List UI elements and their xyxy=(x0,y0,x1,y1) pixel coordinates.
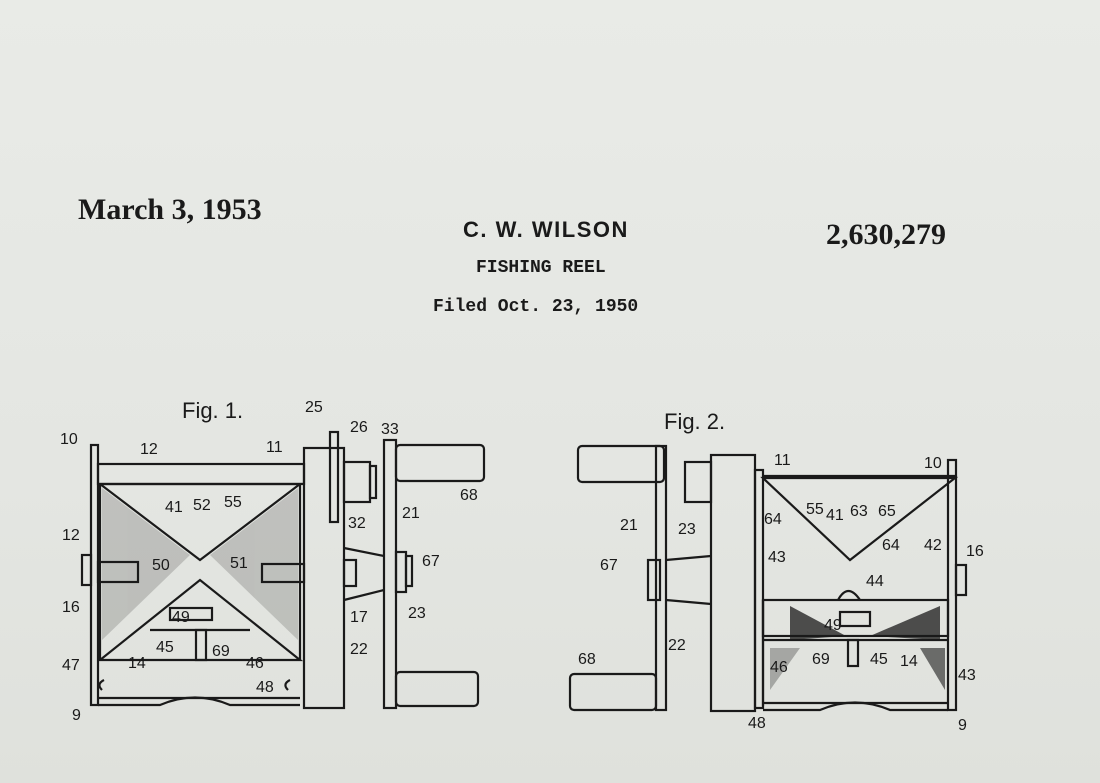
callout: 43 xyxy=(958,667,976,684)
callout: 33 xyxy=(381,421,399,438)
callout: 69 xyxy=(812,651,830,668)
callout: 46 xyxy=(770,659,788,676)
callout: 49 xyxy=(172,609,190,626)
callout: 26 xyxy=(350,419,368,436)
callout: 23 xyxy=(678,521,696,538)
callout: 12 xyxy=(140,441,158,458)
patent-title: FISHING REEL xyxy=(476,258,606,278)
callout: 42 xyxy=(924,537,942,554)
callout: 45 xyxy=(156,639,174,656)
callout: 22 xyxy=(350,641,368,658)
filed-date: Filed Oct. 23, 1950 xyxy=(433,297,639,317)
callout: 17 xyxy=(350,609,368,626)
callout: 55 xyxy=(806,501,824,518)
callout: 48 xyxy=(256,679,274,696)
callout: 67 xyxy=(600,557,618,574)
patent-date: March 3, 1953 xyxy=(78,193,262,226)
callout: 67 xyxy=(422,553,440,570)
fig2-callouts: 11 10 64 55 41 63 65 64 42 16 21 23 43 6… xyxy=(578,452,984,734)
figure-2-label: Fig. 2. xyxy=(664,409,725,434)
callout: 55 xyxy=(224,494,242,511)
fig1-shading xyxy=(102,488,298,640)
callout: 12 xyxy=(62,527,80,544)
callout: 45 xyxy=(870,651,888,668)
fig2-shading xyxy=(770,606,945,690)
callout: 52 xyxy=(193,497,211,514)
callout: 21 xyxy=(620,517,638,534)
callout: 69 xyxy=(212,643,230,660)
callout: 32 xyxy=(348,515,366,532)
callout: 16 xyxy=(62,599,80,616)
callout: 10 xyxy=(60,431,78,448)
callout: 22 xyxy=(668,637,686,654)
callout: 46 xyxy=(246,655,264,672)
patent-number: 2,630,279 xyxy=(826,218,946,251)
callout: 50 xyxy=(152,557,170,574)
callout: 68 xyxy=(578,651,596,668)
callout: 14 xyxy=(128,655,146,672)
callout: 41 xyxy=(826,507,844,524)
callout: 16 xyxy=(966,543,984,560)
figure-1-label: Fig. 1. xyxy=(182,398,243,423)
callout: 49 xyxy=(824,617,842,634)
callout: 41 xyxy=(165,499,183,516)
fig1-callouts: 10 12 11 25 26 33 68 12 41 52 55 50 51 3… xyxy=(60,399,478,724)
callout: 43 xyxy=(768,549,786,566)
callout: 10 xyxy=(924,455,942,472)
callout: 47 xyxy=(62,657,80,674)
callout: 64 xyxy=(882,537,900,554)
callout: 9 xyxy=(958,717,967,734)
callout: 51 xyxy=(230,555,248,572)
callout: 21 xyxy=(402,505,420,522)
callout: 65 xyxy=(878,503,896,520)
inventor-name: C. W. WILSON xyxy=(463,217,629,242)
callout: 68 xyxy=(460,487,478,504)
callout: 11 xyxy=(266,439,283,456)
callout: 25 xyxy=(305,399,323,416)
callout: 23 xyxy=(408,605,426,622)
callout: 14 xyxy=(900,653,918,670)
callout: 9 xyxy=(72,707,81,724)
callout: 11 xyxy=(774,452,791,469)
callout: 63 xyxy=(850,503,868,520)
callout: 64 xyxy=(764,511,782,528)
callout: 48 xyxy=(748,715,766,732)
callout: 44 xyxy=(866,573,884,590)
